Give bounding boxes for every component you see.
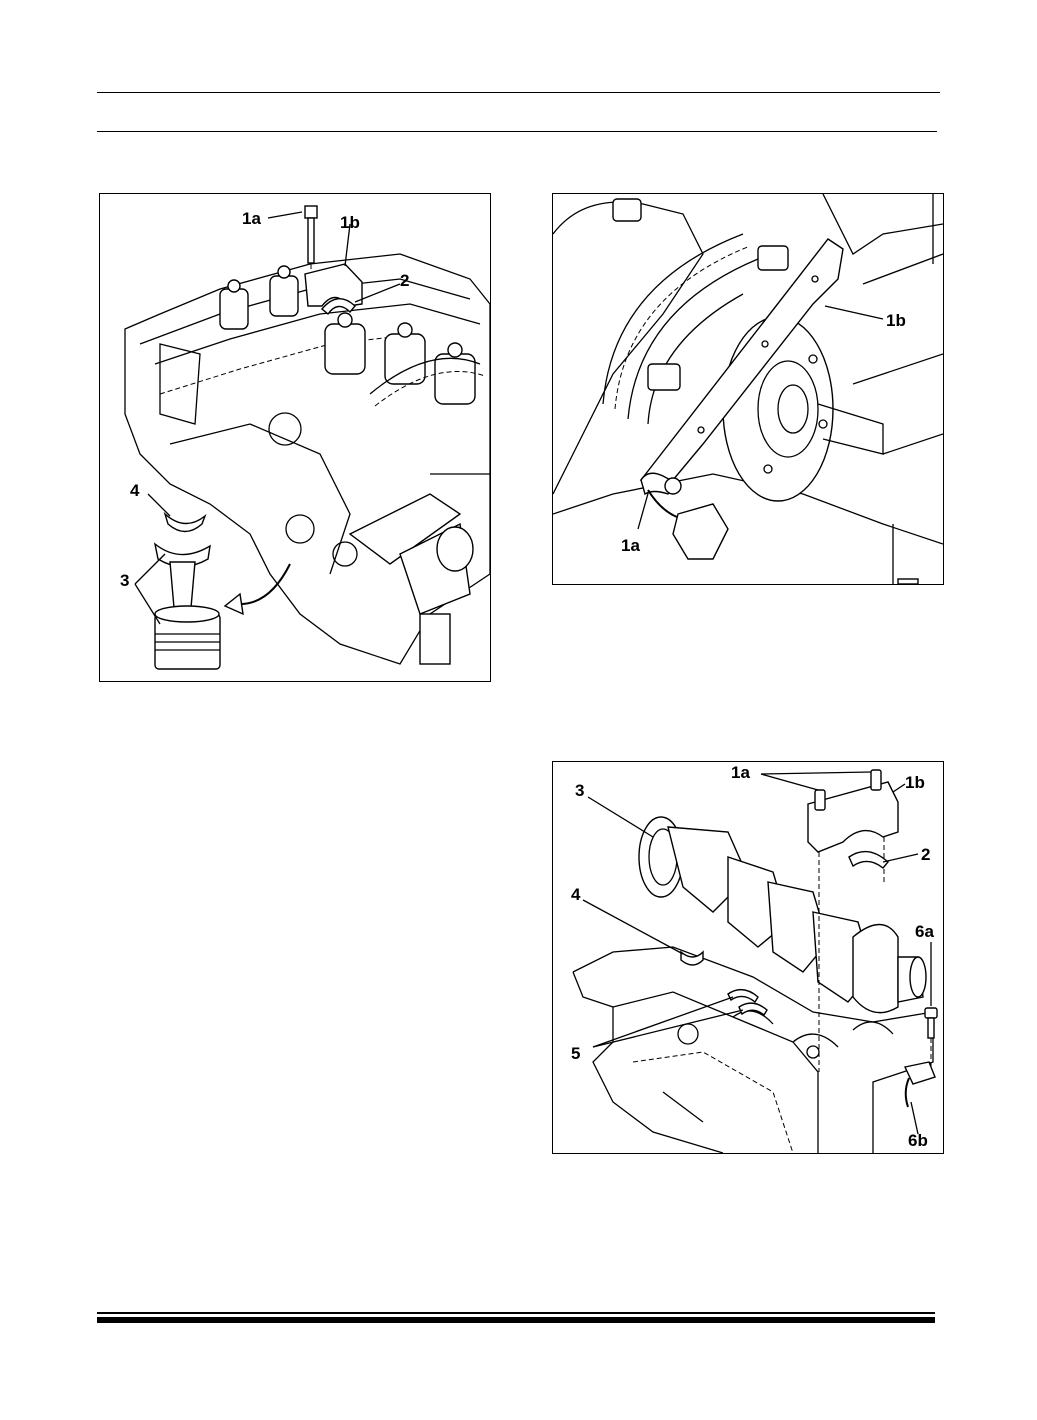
bearing-cap-row: [219, 265, 476, 405]
callout-5: 5: [571, 1044, 580, 1063]
bolt-6a: [924, 1007, 938, 1067]
bearing-cap-1b: [807, 769, 899, 1072]
connecting-rod-removal-illustration: 1a 1b 2 3 4: [120, 205, 490, 670]
footer-rule-thick: [97, 1317, 935, 1323]
footer-rule-thin: [97, 1312, 935, 1314]
tool-1a: [640, 472, 729, 560]
bearing-shell-2: [321, 298, 356, 316]
header-rule-top: [97, 92, 940, 93]
callout-1a: 1a: [242, 209, 261, 228]
callout-1b: 1b: [905, 773, 925, 792]
figure-crankshaft-exploded: 1a 1b 3 2 4 6a 5 6b: [552, 761, 944, 1154]
callout-2: 2: [400, 271, 409, 290]
bearing-shell-2: [848, 850, 889, 869]
bearing-cap-1b: [304, 263, 363, 307]
figure-crankshaft-bearing-cap: 1b 1a: [552, 193, 944, 585]
callout-1b: 1b: [886, 311, 906, 330]
callout-1a: 1a: [731, 763, 750, 782]
header-rule-bottom: [97, 131, 937, 132]
crankshaft-exploded-illustration: 1a 1b 3 2 4 6a 5 6b: [571, 763, 938, 1153]
callout-3: 3: [120, 571, 129, 590]
figure-connecting-rod-removal: 1a 1b 2 3 4: [99, 193, 491, 682]
connecting-rod-piston-3: [153, 542, 221, 670]
callout-3: 3: [575, 781, 584, 800]
callout-1a: 1a: [621, 536, 640, 555]
callout-4: 4: [571, 885, 581, 904]
thrust-washers-5: [727, 989, 768, 1017]
cylinder-block: [572, 946, 934, 1153]
crankshaft-bearing-cap-illustration: 1b 1a: [553, 194, 943, 584]
callout-1b: 1b: [340, 213, 360, 232]
crankshaft-3: [638, 816, 927, 1014]
callout-6b: 6b: [908, 1131, 928, 1150]
callout-6a: 6a: [915, 922, 934, 941]
callout-4: 4: [130, 481, 140, 500]
oil-tube-6b: [903, 1061, 936, 1108]
bearing-shell-4: [680, 950, 704, 966]
block-bolts: [612, 198, 919, 584]
reluctor-ring: [602, 233, 759, 425]
bearing-shell-4: [163, 511, 207, 533]
callout-2: 2: [921, 845, 930, 864]
